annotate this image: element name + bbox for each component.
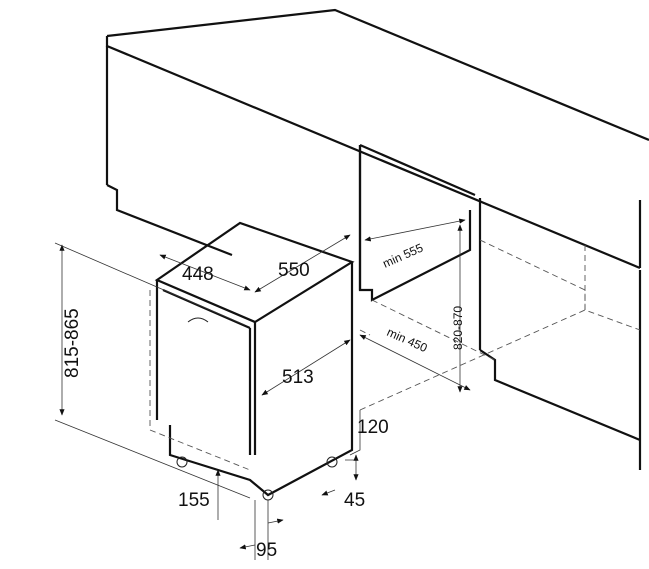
label-niche-height: 820-870 bbox=[451, 306, 465, 350]
dishwasher bbox=[149, 221, 355, 560]
label-foot-side: 45 bbox=[344, 490, 365, 511]
label-foot-offset: 95 bbox=[256, 540, 277, 561]
label-height: 815-865 bbox=[62, 308, 83, 378]
label-width: 550 bbox=[278, 260, 310, 281]
label-depth: 448 bbox=[182, 264, 214, 285]
niche-floor bbox=[359, 299, 586, 411]
countertop bbox=[105, 8, 649, 350]
label-niche-width: min 555 bbox=[381, 240, 426, 270]
label-door-depth: 513 bbox=[282, 367, 314, 388]
label-foot-front: 155 bbox=[178, 490, 210, 511]
dimension-lines bbox=[54, 218, 471, 550]
left-cabinet bbox=[106, 143, 476, 302]
label-plinth: 120 bbox=[357, 417, 389, 438]
right-cabinet bbox=[479, 239, 642, 470]
